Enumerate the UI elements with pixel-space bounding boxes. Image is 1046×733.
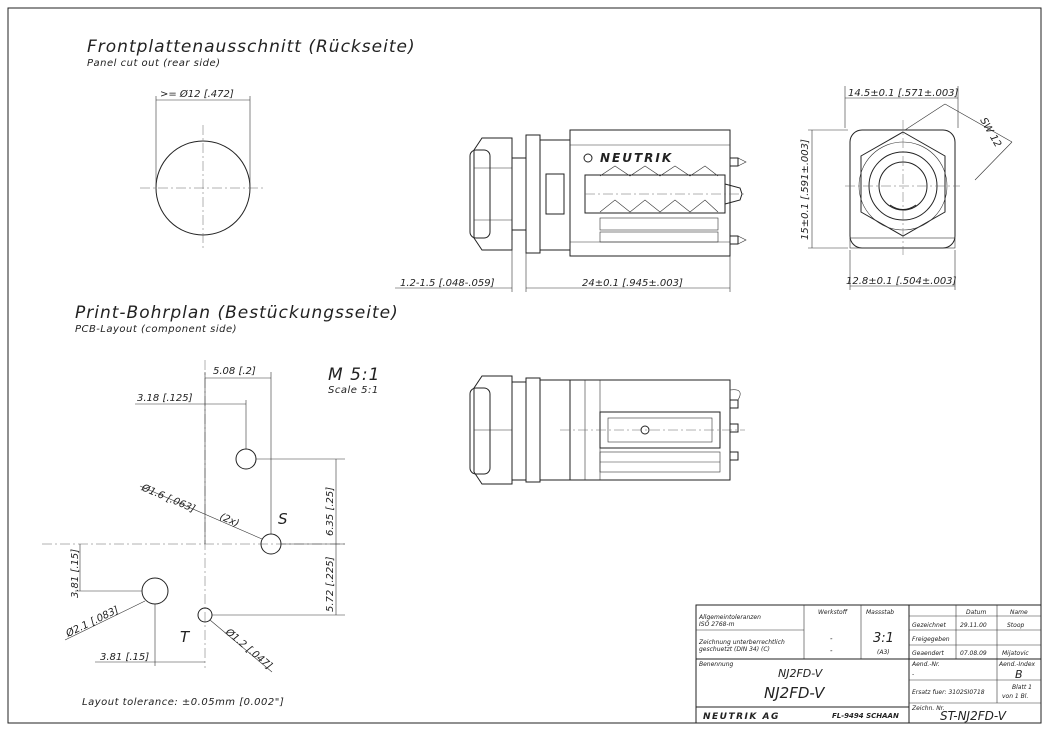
- connector-front-view: 14.5±0.1 [.571±.003] 15±0.1 [.591±.003] …: [800, 86, 1013, 290]
- panel-cutout-diameter-dim: >= Ø12 [.472]: [160, 88, 234, 100]
- pcb-layout-subtitle: PCB-Layout (component side): [75, 324, 237, 335]
- tb-geaendert-date: 07.08.09: [960, 650, 987, 657]
- tb-massstab-format: (A3): [877, 649, 890, 656]
- tb-werkstoff-label: Werkstoff: [818, 609, 848, 616]
- tb-benennung-2: NJ2FD-V: [764, 684, 826, 702]
- dim-hole-1-2: Ø1.2 [.047]: [222, 625, 274, 672]
- dim-3-81-vertical: 3.81 [.15]: [70, 549, 81, 598]
- panel-thickness-dim: 1.2-1.5 [.048-.059]: [400, 278, 495, 289]
- tb-werkstoff-2: -: [830, 647, 833, 655]
- hole-top: [235, 448, 257, 470]
- dim-3-81-horizontal: 3.81 [.15]: [100, 652, 149, 663]
- tb-geaendert-label: Geaendert: [912, 650, 944, 657]
- pcb-layout-view: Print-Bohrplan (Bestückungsseite) PCB-La…: [42, 303, 399, 708]
- dim-hole-1-6: Ø1.6 [.063]: [139, 481, 197, 515]
- tb-freigegeben-label: Freigegeben: [912, 636, 950, 643]
- connector-length-dim: 24±0.1 [.945±.003]: [582, 278, 683, 289]
- tb-werkstoff-1: -: [830, 635, 833, 643]
- tb-gezeichnet-name: Stoop: [1007, 622, 1025, 629]
- tb-datum-label: Datum: [966, 609, 986, 616]
- dim-5-08: 5.08 [.2]: [213, 366, 256, 377]
- layout-tolerance-note: Layout tolerance: ±0.05mm [0.002"]: [82, 697, 284, 708]
- tb-company-address: FL-9494 SCHAAN: [832, 712, 899, 720]
- dim-5-72: 5.72 [.225]: [325, 556, 336, 612]
- tb-geaendert-name: Mijatovic: [1002, 650, 1029, 657]
- tb-tolerance-value: ISO 2768-m: [699, 621, 735, 628]
- tb-benennung-label: Benennung: [699, 661, 734, 668]
- scale-label: M 5:1: [328, 365, 380, 385]
- sheet-border: [7, 7, 1042, 724]
- front-height-dim: 15±0.1 [.591±.003]: [800, 139, 811, 240]
- tb-massstab-label: Massstab: [866, 609, 894, 616]
- tb-name-label: Name: [1010, 609, 1028, 616]
- tb-benennung-1: NJ2FD-V: [778, 667, 824, 680]
- pcb-layout-title: Print-Bohrplan (Bestückungsseite): [75, 303, 399, 323]
- dim-3-18: 3.18 [.125]: [137, 393, 193, 404]
- front-width-dim: 14.5±0.1 [.571±.003]: [848, 88, 959, 99]
- tb-blatt-2: von 1 Bl.: [1002, 693, 1028, 700]
- wrench-size-dim: SW 12: [977, 116, 1003, 149]
- connector-side-view-rotated: [469, 375, 745, 485]
- tb-zeichn-value: ST-NJ2FD-V: [940, 709, 1007, 723]
- tb-ersatz: Ersatz fuer: 3102SI0718: [912, 689, 985, 696]
- tb-company-logo: NEUTRIK AG: [703, 712, 780, 722]
- tb-note-1: Zeichnung unterberrechtlich: [698, 639, 785, 646]
- title-block: Allgemeintoleranzen ISO 2768-m Zeichnung…: [695, 604, 1042, 724]
- tb-note-2: geschuetzt (DIN 34) (C): [699, 646, 770, 653]
- tb-aend-nr-value: -: [912, 671, 914, 678]
- tb-zeichn-label: Zeichn. Nr.: [911, 705, 945, 712]
- tb-massstab-value: 3:1: [873, 631, 894, 646]
- tb-tolerance-label: Allgemeintoleranzen: [698, 614, 761, 621]
- label-s: S: [278, 510, 288, 528]
- neutrik-brand-label: NEUTRIK: [600, 151, 673, 165]
- hole-large: [141, 577, 169, 605]
- panel-cutout-subtitle: Panel cut out (rear side): [87, 58, 221, 69]
- tb-gezeichnet-label: Gezeichnet: [912, 622, 946, 629]
- tb-aend-index-label: Aend.-Index: [998, 661, 1036, 668]
- panel-cutout-view: Frontplattenausschnitt (Rückseite) Panel…: [87, 37, 416, 250]
- tb-aend-index-value: B: [1015, 668, 1023, 681]
- tb-aend-nr-label: Aend.-Nr.: [911, 661, 940, 668]
- label-t: T: [180, 628, 191, 646]
- scale-sublabel: Scale 5:1: [328, 385, 379, 396]
- dim-6-35: 6.35 [.25]: [325, 487, 336, 536]
- tb-gezeichnet-date: 29.11.00: [960, 622, 987, 629]
- tb-blatt-1: Blatt 1: [1012, 684, 1032, 691]
- dim-hole-2-1: Ø2.1 [.083]: [63, 604, 120, 640]
- front-bottom-dim: 12.8±0.1 [.504±.003]: [846, 276, 957, 287]
- connector-side-view: NEUTRIK 1.2-1.5 [.048-.059] 24±0.1 [.945…: [395, 129, 747, 292]
- panel-cutout-title: Frontplattenausschnitt (Rückseite): [87, 37, 416, 57]
- dim-hole-1-6-qty: (2x): [218, 512, 241, 530]
